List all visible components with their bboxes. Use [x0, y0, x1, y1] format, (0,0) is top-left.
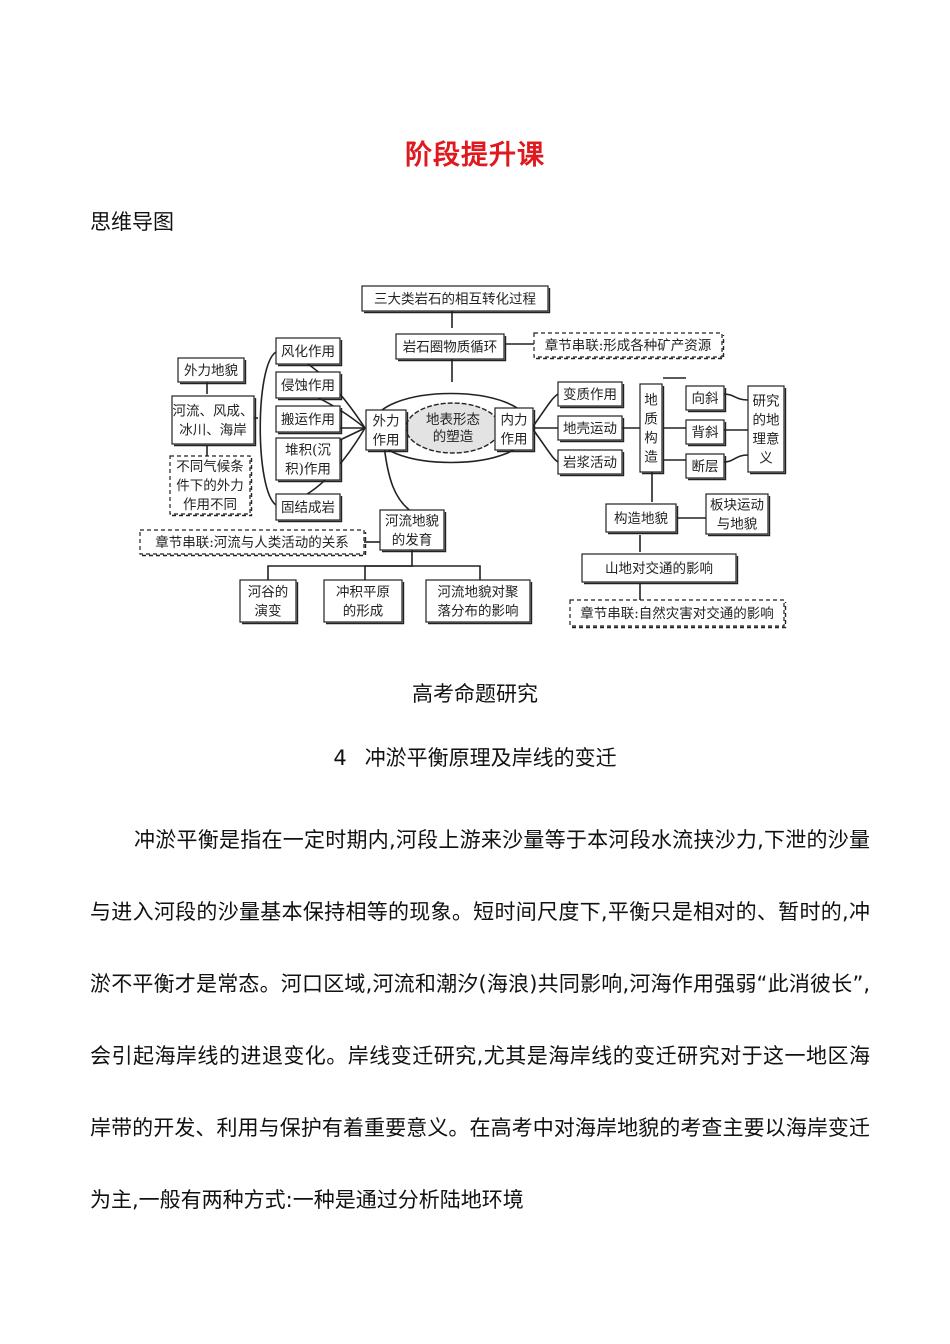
river-link-box-text: 章节串联:河流与人类活动的关系: [155, 534, 349, 551]
internal-form-1: 变质作用: [557, 381, 625, 409]
external-process-3-text: 搬运作用: [281, 412, 335, 428]
topic-heading: 4 冲淤平衡原理及岸线的变迁: [0, 742, 950, 772]
topic-title: 冲淤平衡原理及岸线的变迁: [364, 746, 617, 770]
river-link-box: 章节串联:河流与人类活动的关系: [139, 529, 367, 557]
external-process-4-text: 积)作用: [285, 462, 331, 478]
river-child-3-text: 河流地貌对聚: [438, 585, 519, 601]
external-process-3: 搬运作用: [275, 405, 343, 435]
rock-cycle-box-text: 岩石圈物质循环: [403, 340, 498, 356]
internal-form-1-text: 变质作用: [563, 387, 617, 403]
external-landform-box-text: 外力地貌: [184, 363, 238, 379]
significance-box-text: 的地: [753, 413, 781, 429]
external-landform-box: 外力地貌: [177, 357, 247, 385]
river-child-1-text: 河谷的: [248, 585, 289, 601]
external-types-box: 河流、风成、冰川、海岸: [171, 395, 257, 447]
center-topic-text: 地表形态: [426, 412, 480, 428]
structure-3: 断层: [685, 453, 727, 481]
internal-form-2: 地壳运动: [557, 415, 625, 443]
connector-line: [722, 454, 749, 463]
connector-line: [267, 548, 413, 580]
internal-form-3: 岩浆活动: [557, 449, 625, 477]
geo-structure-box-text: 造: [644, 450, 658, 466]
traffic-box-text: 山地对交通的影响: [605, 560, 713, 577]
internal-force-box-text: 作用: [501, 432, 528, 448]
traffic-link-box: 章节串联:自然灾害对交通的影响: [569, 599, 787, 629]
connector-line: [531, 393, 559, 429]
mineral-link-box: 章节串联:形成各种矿产资源: [533, 332, 725, 360]
external-force-box-text: 作用: [373, 433, 400, 449]
rock-cycle-box: 岩石圈物质循环: [395, 333, 507, 362]
external-process-4: 堆积(沉积)作用: [275, 437, 343, 483]
structure-2: 背斜: [685, 419, 727, 447]
external-process-5: 固结成岩: [275, 493, 343, 523]
traffic-link-box-text: 章节串联:自然灾害对交通的影响: [580, 605, 774, 622]
internal-force-box-text: 内力: [501, 413, 528, 429]
connector-line: [722, 393, 749, 401]
topic-number: 4: [333, 746, 347, 770]
significance-box-text: 理意: [753, 431, 780, 448]
significance-box-text: 研究: [753, 394, 780, 410]
body-paragraph: 冲淤平衡是指在一定时期内,河段上游来沙量等于本河段水流挟沙力,下泄的沙量与进入河…: [90, 828, 870, 1212]
geo-structure-box-text: 质: [644, 412, 658, 428]
external-types-box-text: 冰川、海岸: [179, 423, 247, 439]
external-process-1-text: 风化作用: [281, 344, 335, 360]
external-process-5-text: 固结成岩: [281, 500, 335, 516]
structure-landform-box-text: 构造地貌: [614, 511, 668, 527]
structure-landform-box: 构造地貌: [605, 503, 679, 535]
climate-note-box-text: 件下的外力: [176, 478, 244, 494]
external-force-box-text: 外力: [373, 414, 400, 430]
connector-line: [364, 565, 412, 580]
internal-form-3-text: 岩浆活动: [563, 455, 617, 471]
external-process-2-text: 侵蚀作用: [281, 377, 335, 394]
internal-form-2-text: 地壳运动: [563, 421, 617, 437]
climate-note-box-text: 不同气候条: [176, 458, 244, 475]
mineral-link-box-text: 章节串联:形成各种矿产资源: [545, 337, 712, 354]
structure-2-text: 背斜: [692, 425, 720, 441]
geo-structure-box-text: 构: [644, 431, 658, 447]
plate-box-text: 板块运动: [710, 498, 764, 514]
traffic-box: 山地对交通的影响: [581, 553, 739, 585]
connector-line: [383, 444, 413, 513]
significance-box-text: 义: [759, 451, 773, 467]
river-box-text: 河流地貌: [385, 514, 439, 530]
structure-1: 向斜: [685, 385, 727, 413]
rock-transform-box-text: 三大类岩石的相互转化过程: [374, 292, 536, 308]
river-child-2-text: 的形成: [343, 604, 384, 620]
geo-structure-box-text: 地: [644, 393, 658, 409]
center-topic-text: 的塑造: [433, 429, 474, 445]
research-heading: 高考命题研究: [412, 682, 538, 706]
plate-box-text: 与地貌: [717, 517, 758, 533]
page-title: 阶段提升课: [405, 140, 545, 171]
section-label: 思维导图: [90, 210, 174, 234]
mind-map: 三大类岩石的相互转化过程岩石圈物质循环章节串联:形成各种矿产资源地表形态的塑造外…: [139, 285, 787, 629]
connector-line: [412, 565, 481, 580]
external-process-4-text: 堆积(沉: [285, 443, 331, 459]
climate-note-box-text: 作用不同: [183, 497, 237, 513]
river-child-2-text: 冲积平原: [336, 585, 390, 601]
river-box-text: 的发育: [392, 533, 433, 549]
external-process-2: 侵蚀作用: [275, 371, 343, 401]
connector-line: [259, 351, 277, 506]
river-child-3-text: 落分布的影响: [438, 604, 519, 620]
external-process-1: 风化作用: [275, 337, 343, 367]
structure-1-text: 向斜: [692, 391, 720, 407]
connector-line: [531, 427, 559, 463]
river-child-1-text: 演变: [255, 604, 282, 620]
structure-3-text: 断层: [692, 459, 719, 475]
rock-transform-box: 三大类岩石的相互转化过程: [361, 285, 551, 314]
external-types-box-text: 河流、风成、: [173, 404, 254, 420]
